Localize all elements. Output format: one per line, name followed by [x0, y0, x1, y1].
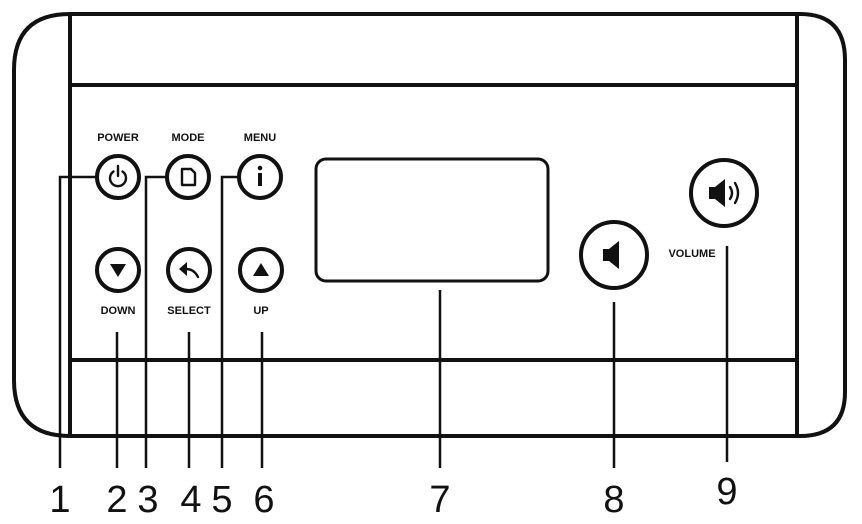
- menu-label: MENU: [244, 132, 276, 144]
- power-icon: [108, 164, 128, 188]
- callout-4: 4: [180, 479, 201, 521]
- callout-1: 1: [49, 479, 70, 521]
- mode-document-icon: [180, 167, 197, 187]
- back-arrow-icon: [179, 262, 200, 279]
- callout-3: 3: [137, 479, 158, 521]
- up-button[interactable]: [238, 247, 284, 293]
- callout-9: 9: [716, 471, 737, 513]
- power-label: POWER: [97, 132, 139, 144]
- info-icon: [257, 165, 263, 186]
- speaker-icon: [603, 241, 619, 269]
- leader-lines: [58, 175, 729, 468]
- leader-line-3: [144, 175, 166, 468]
- volume-down-button[interactable]: [579, 220, 649, 290]
- leader-line-5: [220, 175, 238, 468]
- leader-line-1: [58, 175, 96, 468]
- select-label: SELECT: [167, 305, 211, 317]
- volume-up-button[interactable]: [689, 158, 759, 228]
- down-label: DOWN: [101, 305, 136, 317]
- callout-numbers: 1 2 3 4 5 6 7 8 9: [49, 471, 737, 521]
- select-button[interactable]: [166, 247, 212, 293]
- callout-5: 5: [211, 479, 232, 521]
- power-button[interactable]: [95, 154, 141, 200]
- volume-label: VOLUME: [668, 248, 715, 260]
- display-screen: [314, 157, 550, 283]
- mode-label: MODE: [172, 132, 205, 144]
- down-button[interactable]: [95, 247, 141, 293]
- callout-8: 8: [603, 479, 624, 521]
- menu-button[interactable]: [237, 154, 283, 200]
- triangle-up-icon: [253, 263, 269, 276]
- speaker-loud-icon: [709, 179, 740, 207]
- up-label: UP: [253, 305, 268, 317]
- mode-button[interactable]: [165, 154, 211, 200]
- callout-7: 7: [429, 479, 450, 521]
- callout-6: 6: [253, 479, 274, 521]
- triangle-down-icon: [110, 264, 126, 277]
- callout-2: 2: [106, 479, 127, 521]
